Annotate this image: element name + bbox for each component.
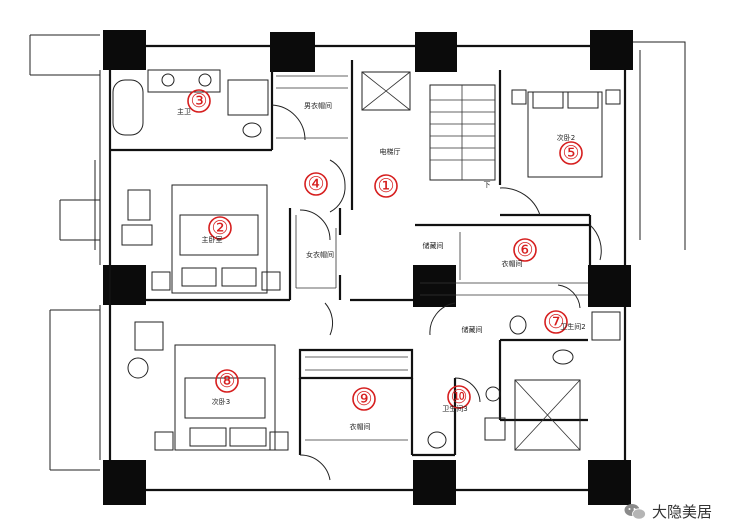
room-label-closet-6: 衣帽间 xyxy=(502,259,523,268)
room-marker-7: ⑦ xyxy=(544,310,568,334)
room-marker-10: ⑩ xyxy=(447,385,471,409)
room-number-4: ④ xyxy=(307,173,324,195)
label-storage-2: 储藏间 xyxy=(462,325,483,334)
room-label-master-bath: 主卫 xyxy=(177,107,191,116)
watermark: 大隐美居 xyxy=(624,501,712,522)
room-marker-1: ① xyxy=(374,174,398,198)
label-men-closet: 男衣帽间 xyxy=(304,101,332,110)
wechat-icon xyxy=(624,503,646,520)
room-label-lift-lobby: 电梯厅 xyxy=(380,147,401,156)
master-bed xyxy=(151,184,281,294)
room-label-bathroom-3: 卫生间3 xyxy=(442,404,467,413)
closet-rails xyxy=(276,75,588,441)
bed-room-8 xyxy=(154,344,289,451)
bed-room-5 xyxy=(511,89,621,178)
room-label-bedroom-3: 次卧3 xyxy=(212,397,230,406)
door-swings xyxy=(271,104,602,481)
room-number-6: ⑥ xyxy=(516,239,533,261)
room-number-7: ⑦ xyxy=(547,311,564,333)
room-number-8: ⑧ xyxy=(218,370,235,392)
master-bath-fixtures xyxy=(112,69,269,138)
room-number-2: ② xyxy=(211,217,228,239)
exterior-walls xyxy=(29,34,686,492)
room-marker-8: ⑧ xyxy=(215,369,239,393)
elevator-shafts xyxy=(361,71,581,451)
room-label-bathroom-2: 卫生间2 xyxy=(560,322,585,331)
room-label-master-bedroom: 主卧室 xyxy=(202,235,223,244)
room-label-bedroom-2: 次卧2 xyxy=(557,133,575,142)
label-stairs-down: 下 xyxy=(484,181,491,189)
room-marker-6: ⑥ xyxy=(513,238,537,262)
label-storage: 储藏间 xyxy=(423,241,444,250)
room-marker-4: ④ xyxy=(304,172,328,196)
room-number-10: ⑩ xyxy=(450,386,467,408)
bathroom-2-fixtures xyxy=(509,311,621,365)
room-number-3: ③ xyxy=(190,90,207,112)
label-women-closet: 女衣帽间 xyxy=(306,250,334,259)
watermark-text: 大隐美居 xyxy=(651,503,712,521)
room-number-9: ⑨ xyxy=(355,388,372,410)
lounge-furniture xyxy=(121,189,164,379)
bathroom-3-fixtures xyxy=(427,386,506,449)
room-number-5: ⑤ xyxy=(562,142,579,164)
room-number-1: ① xyxy=(377,175,394,197)
interior-walls xyxy=(108,60,592,457)
room-marker-9: ⑨ xyxy=(352,387,376,411)
room-marker-2: ② xyxy=(208,216,232,240)
room-marker-3: ③ xyxy=(187,89,211,113)
room-label-closet-9: 衣帽间 xyxy=(350,422,371,431)
room-marker-5: ⑤ xyxy=(559,141,583,165)
staircase xyxy=(429,84,496,181)
